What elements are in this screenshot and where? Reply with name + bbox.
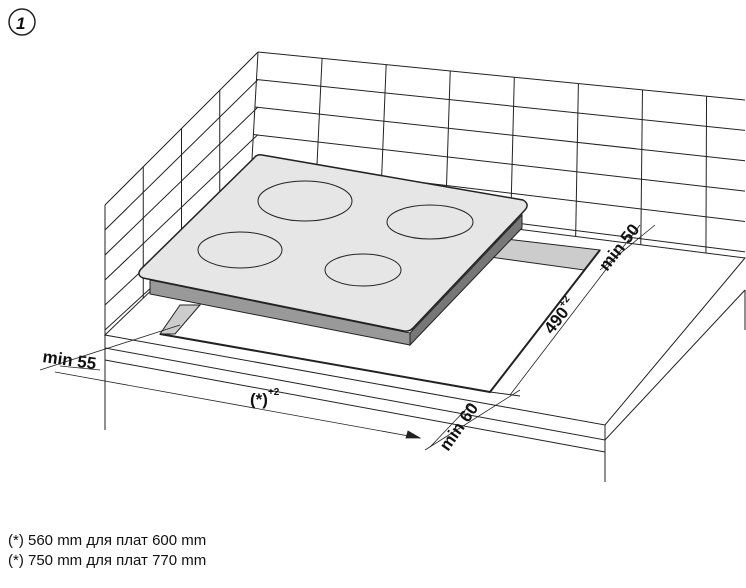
dimension-lines [39,224,656,451]
svg-text:min 55: min 55 [41,347,97,373]
tile-line [257,51,746,101]
tile-line [575,83,579,237]
cutout-width-tol: +2 [268,387,280,398]
svg-text:1: 1 [16,14,25,33]
burner-front-right [324,253,402,287]
burner-back-left [257,180,353,222]
figure-number-badge: 1 [8,8,36,36]
cutout [159,237,601,397]
burner-front-left [197,231,283,269]
tile-line [705,96,708,254]
min-55-label: min 55 [41,347,97,373]
cutout-width-label: (*) [250,390,268,409]
tile-line [256,79,746,131]
footnotes: (*) 560 mm для плат 600 mm (*) 750 mm дл… [8,531,206,571]
hob [138,154,528,347]
burner-back-right [386,204,474,240]
svg-text:min 60: min 60 [436,399,482,454]
footnote-600: (*) 560 mm для плат 600 mm [8,532,207,549]
min-60-label: min 60 [436,399,482,454]
tile-line [253,134,746,192]
svg-text:(*)+2: (*)+2 [250,387,280,409]
tile-line [254,106,746,162]
tile-line [640,89,643,245]
footnote-770: (*) 750 mm для плат 770 mm [8,552,207,569]
